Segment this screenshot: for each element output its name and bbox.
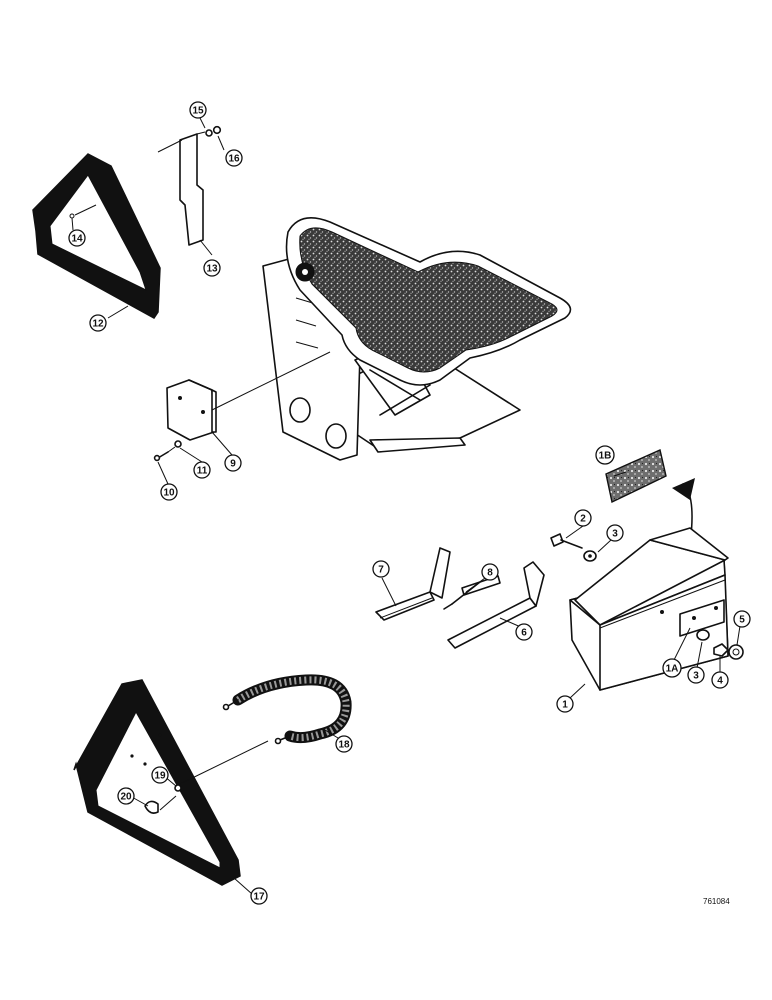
callout-3-upper: 3: [606, 524, 624, 542]
callout-label: 12: [92, 319, 104, 330]
callout-20: 20: [117, 787, 135, 805]
callout-label: 7: [378, 565, 384, 576]
callout-9: 9: [224, 454, 242, 472]
callout-7: 7: [372, 560, 390, 578]
drawing-number: 761084: [703, 897, 730, 906]
callout-label: 9: [230, 459, 236, 470]
callout-label: 4: [717, 676, 723, 687]
callout-5: 5: [733, 610, 751, 628]
callout-label: 19: [154, 771, 166, 782]
callout-label: 8: [487, 568, 493, 579]
callout-1a: 1A: [662, 658, 682, 678]
callout-6: 6: [515, 623, 533, 641]
toolbox-fasteners: [550, 533, 744, 660]
callout-label: 15: [192, 106, 204, 117]
callout-label: 1: [562, 700, 568, 711]
callout-label: 1B: [599, 451, 612, 462]
callout-label: 13: [206, 264, 218, 275]
callout-1b: 1B: [595, 445, 615, 465]
callout-label: 14: [71, 234, 83, 245]
callout-label: 1A: [666, 664, 679, 675]
callout-14: 14: [68, 229, 86, 247]
mounting-bracket-upper: [157, 125, 222, 246]
callout-1: 1: [556, 695, 574, 713]
callout-label: 10: [163, 488, 175, 499]
hand-tools: [375, 547, 545, 649]
callout-label: 2: [580, 514, 586, 525]
callout-label: 3: [612, 529, 618, 540]
callout-label: 18: [338, 740, 350, 751]
toolbox: [569, 527, 729, 691]
callout-11: 11: [193, 461, 211, 479]
callout-label: 6: [521, 628, 527, 639]
callout-8: 8: [481, 563, 499, 581]
callout-4: 4: [711, 671, 729, 689]
callout-label: 3: [693, 671, 699, 682]
callout-label: 5: [739, 615, 745, 626]
callout-17: 17: [250, 887, 268, 905]
callout-3-lower: 3: [687, 666, 705, 684]
callout-15: 15: [189, 101, 207, 119]
seat-mounting-plate: [153, 351, 331, 462]
callout-10: 10: [160, 483, 178, 501]
callout-label: 11: [197, 466, 208, 477]
smv-emblem-upper: [32, 153, 161, 319]
callout-19: 19: [151, 766, 169, 784]
callout-leaders: [71, 117, 741, 895]
callout-18: 18: [335, 735, 353, 753]
callout-2: 2: [574, 509, 592, 527]
seat-assembly: [262, 216, 572, 461]
mounting-spring: [179, 674, 352, 785]
callout-label: 17: [253, 892, 265, 903]
callout-13: 13: [203, 259, 221, 277]
callout-label: 20: [120, 792, 132, 803]
callout-16: 16: [225, 149, 243, 167]
callout-label: 16: [228, 154, 240, 165]
callout-12: 12: [89, 314, 107, 332]
